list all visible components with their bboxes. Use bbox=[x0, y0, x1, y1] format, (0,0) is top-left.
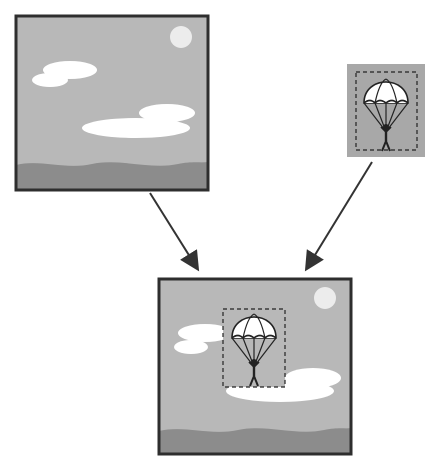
composite-sun-icon bbox=[314, 287, 336, 309]
background-ground bbox=[16, 162, 208, 190]
background-cloud-small bbox=[32, 61, 97, 87]
background-frame bbox=[14, 14, 210, 192]
composite-panel bbox=[157, 277, 353, 456]
arrows bbox=[149, 161, 373, 272]
composite-frame bbox=[157, 277, 353, 456]
composite-selection-box bbox=[222, 308, 286, 388]
sprite-panel bbox=[347, 64, 425, 157]
arrow-background-to-composite bbox=[149, 192, 200, 272]
composite-cloud-small bbox=[174, 324, 232, 354]
background-sun-icon bbox=[170, 26, 192, 48]
composite-ground bbox=[159, 428, 351, 454]
sprite-selection-box bbox=[355, 71, 418, 151]
arrow-sprite-to-composite bbox=[304, 161, 373, 272]
background-cloud-large bbox=[82, 104, 195, 138]
background-scene-panel bbox=[14, 14, 210, 192]
